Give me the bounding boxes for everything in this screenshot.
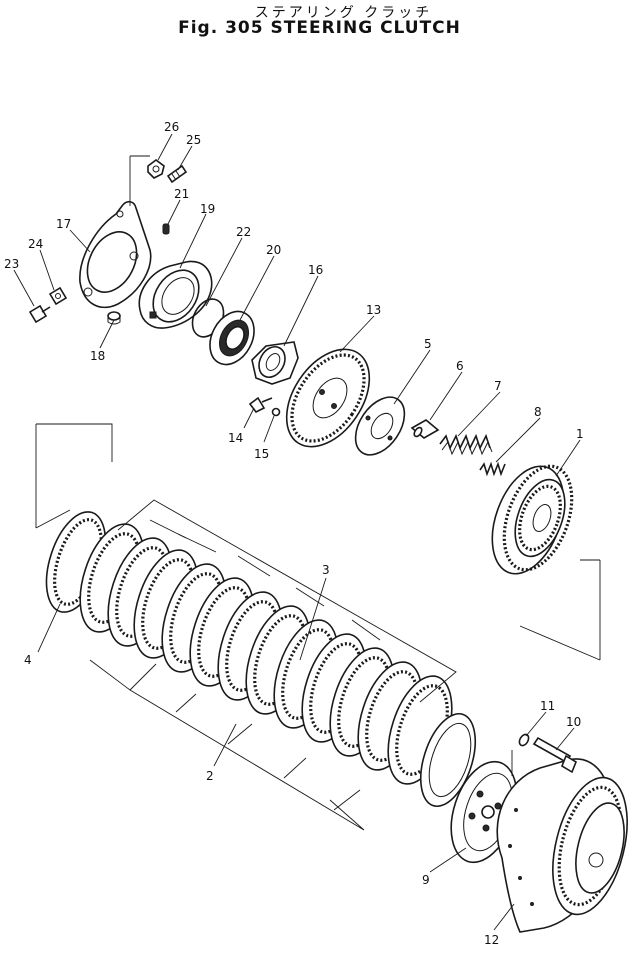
label-7: 7	[494, 379, 502, 393]
label-15: 15	[254, 447, 269, 461]
part-11-washer	[518, 733, 530, 747]
label-24: 24	[28, 237, 43, 251]
part-17-bracket	[79, 200, 152, 309]
part-24-washer	[48, 286, 68, 306]
part-13-plate	[285, 348, 371, 448]
part-18-pin	[107, 311, 121, 325]
part-7-spring	[439, 433, 493, 456]
part-20-bearing	[209, 310, 255, 366]
figure-title: Fig. 305 STEERING CLUTCH	[178, 18, 461, 38]
label-26: 26	[164, 120, 179, 134]
label-13: 13	[366, 303, 381, 317]
label-18: 18	[90, 349, 105, 363]
label-11: 11	[540, 699, 555, 713]
label-8: 8	[534, 405, 542, 419]
part-16-hub	[251, 341, 299, 385]
label-22: 22	[236, 225, 251, 239]
label-4: 4	[24, 653, 32, 667]
part-25-screw	[166, 164, 188, 184]
label-1: 1	[576, 427, 584, 441]
label-9: 9	[422, 873, 430, 887]
label-21: 21	[174, 187, 189, 201]
part-23-bolt	[28, 304, 51, 324]
label-6: 6	[456, 359, 464, 373]
label-14: 14	[228, 431, 243, 445]
label-20: 20	[266, 243, 281, 257]
part-labels: 26 25 21 19 17 24 23 18 22 20 16 13 5 6 …	[4, 120, 584, 947]
label-23: 23	[4, 257, 19, 271]
label-19: 19	[200, 202, 215, 216]
label-17: 17	[56, 217, 71, 231]
label-5: 5	[424, 337, 432, 351]
title-japanese: ステアリング クラッチ	[254, 5, 433, 21]
label-3: 3	[322, 563, 330, 577]
label-2: 2	[206, 769, 214, 783]
part-21-plug	[162, 223, 170, 235]
label-16: 16	[308, 263, 323, 277]
part-8-spring	[479, 461, 506, 477]
label-10: 10	[566, 715, 581, 729]
part-19-collar	[138, 260, 213, 329]
clutch-disc-stack	[79, 523, 477, 808]
part-15-washer	[271, 407, 281, 417]
leader-lines	[13, 133, 581, 931]
label-12: 12	[484, 933, 499, 947]
part-10-bolt	[532, 736, 577, 774]
part-1-hub	[491, 464, 574, 575]
label-25: 25	[186, 133, 201, 147]
part-12-drum	[496, 758, 628, 933]
part-5-pressure-plate	[354, 396, 406, 456]
part-6-pin	[410, 419, 440, 439]
grouping-lines	[35, 155, 601, 831]
part-26-nut	[147, 159, 165, 179]
